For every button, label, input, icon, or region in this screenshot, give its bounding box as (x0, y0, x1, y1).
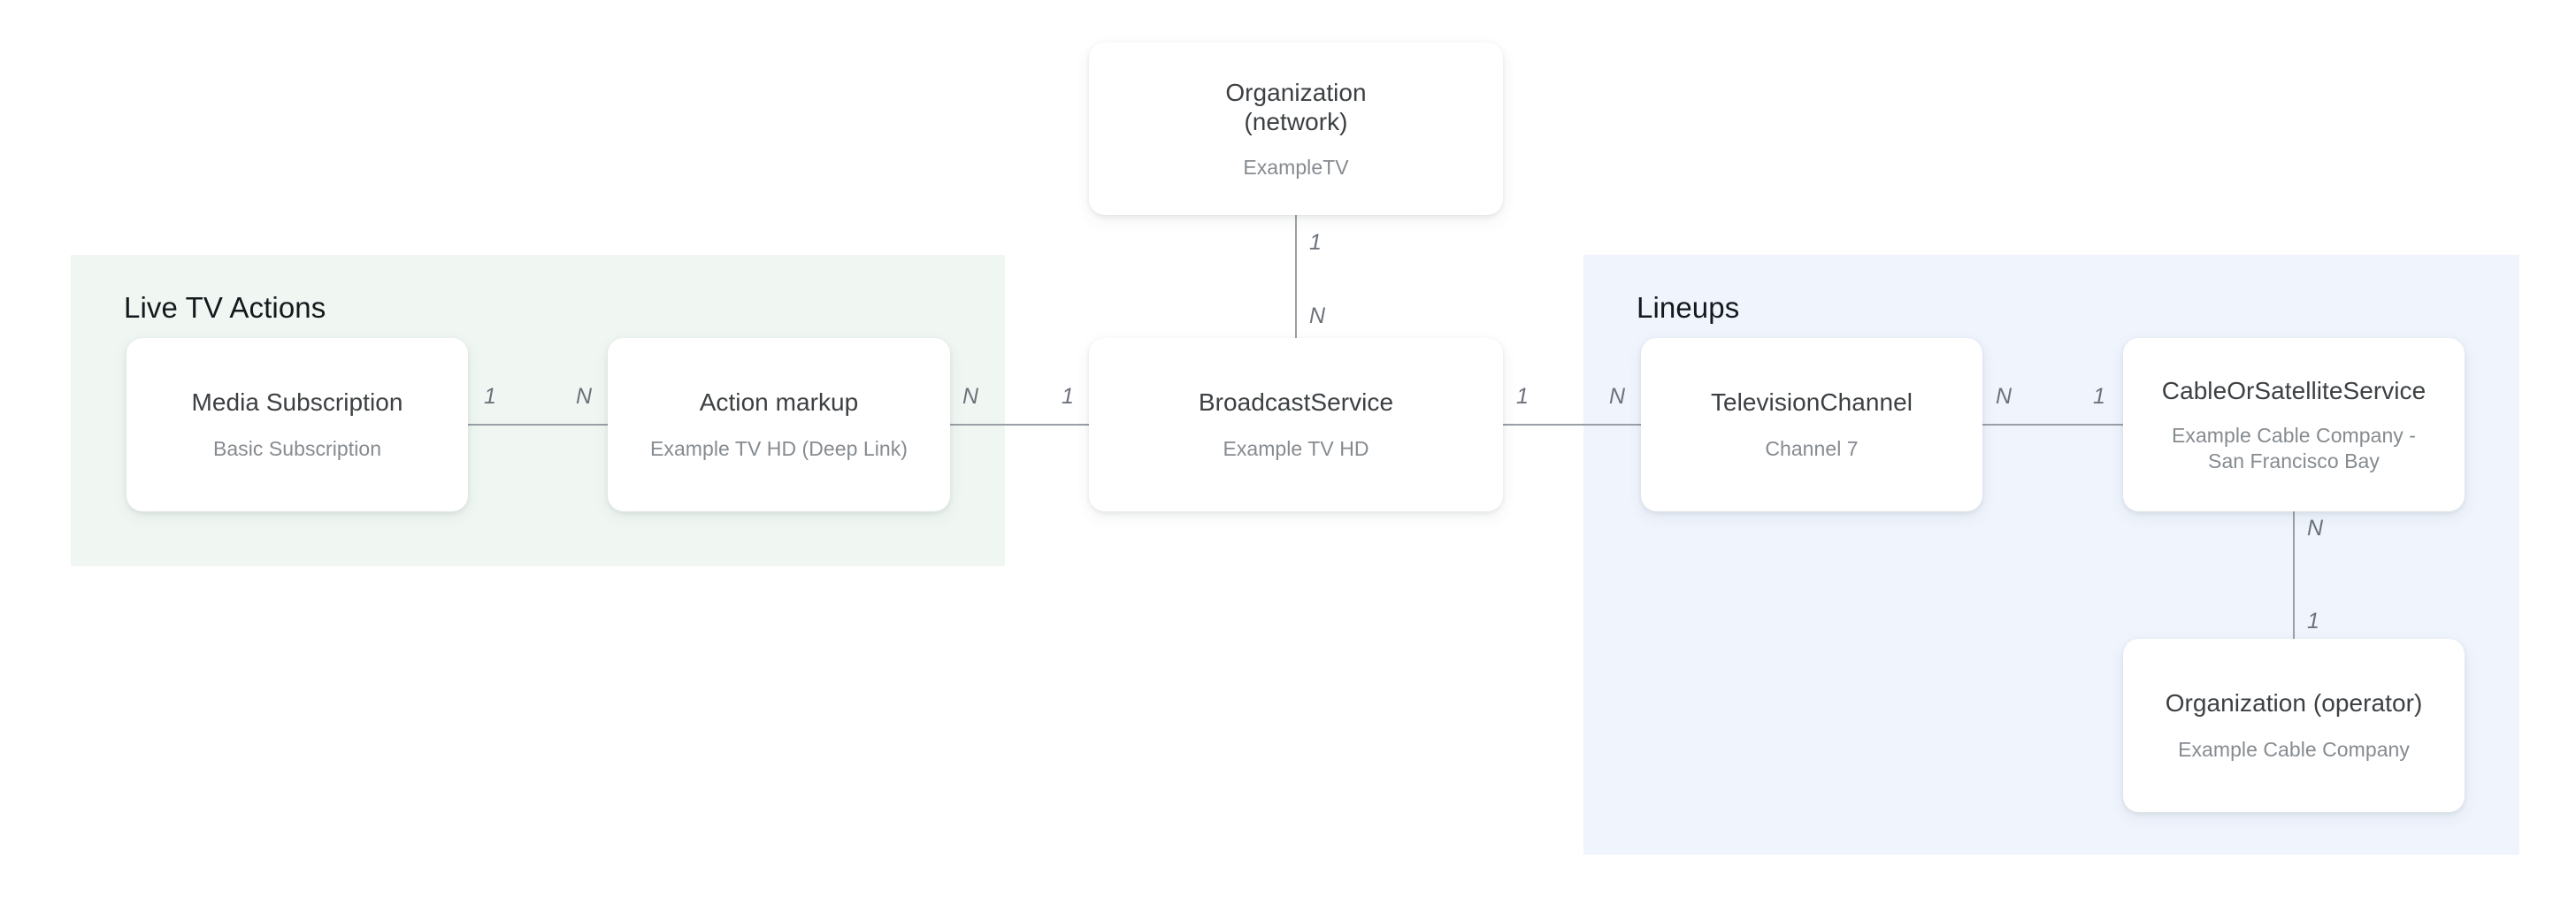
group-title-live-tv-actions: Live TV Actions (124, 291, 326, 324)
edge-label-org-operator-top-cardinality: 1 (2307, 609, 2319, 633)
node-subtitle-line2: San Francisco Bay (2208, 449, 2380, 472)
node-subtitle: Example TV HD (1223, 437, 1369, 461)
edge-label-broadcastservice-target-cardinality: N (1309, 303, 1326, 328)
node-subtitle: Basic Subscription (212, 437, 382, 461)
node-action-markup[interactable]: Action markup Example TV HD (Deep Link) (608, 338, 950, 511)
node-television-channel[interactable]: TelevisionChannel Channel 7 (1641, 338, 1982, 511)
edge-broadcastservice-to-television-channel (1503, 424, 1641, 426)
node-organization-operator[interactable]: Organization (operator) Example Cable Co… (2123, 639, 2465, 812)
edge-label-broadcastservice-right-cardinality: 1 (1516, 384, 1529, 409)
node-subtitle: Example Cable Company - San Francisco Ba… (2172, 423, 2416, 472)
edge-cable-or-satellite-service-to-org-operator (2293, 511, 2295, 639)
edge-org-network-to-broadcastservice (1295, 215, 1297, 338)
node-cable-or-satellite-service[interactable]: CableOrSatelliteService Example Cable Co… (2123, 338, 2465, 511)
node-title: Action markup (699, 388, 859, 417)
edge-media-subscription-to-action-markup (468, 424, 608, 426)
edge-label-action-markup-target-cardinality: N (576, 384, 593, 409)
edge-label-action-markup-source-cardinality: N (962, 384, 979, 409)
edge-label-television-channel-right-cardinality: N (1996, 384, 2012, 409)
group-title-lineups: Lineups (1637, 291, 1740, 324)
edge-label-cable-or-satellite-service-left-cardinality: 1 (2093, 384, 2105, 409)
node-subtitle: ExampleTV (1243, 155, 1349, 179)
edge-label-media-subscription-source-cardinality: 1 (484, 384, 496, 409)
node-title: Organization (operator) (2165, 689, 2423, 718)
node-subtitle-line1: Example Cable Company - (2172, 424, 2416, 448)
node-title: TelevisionChannel (1710, 388, 1913, 417)
node-title: BroadcastService (1198, 388, 1394, 417)
node-organization-network[interactable]: Organization (network) ExampleTV (1089, 42, 1503, 215)
node-title: Organization (network) (1225, 78, 1366, 136)
node-title: Media Subscription (191, 388, 403, 417)
edge-label-broadcastservice-left-cardinality: 1 (1062, 384, 1074, 409)
node-subtitle: Example TV HD (Deep Link) (650, 437, 908, 461)
edge-television-channel-to-cable-or-satellite-service (1982, 424, 2123, 426)
node-subtitle: Channel 7 (1765, 437, 1859, 461)
node-media-subscription[interactable]: Media Subscription Basic Subscription (126, 338, 468, 511)
edge-label-television-channel-left-cardinality: N (1609, 384, 1626, 409)
edge-label-cable-or-satellite-service-bottom-cardinality: N (2307, 516, 2324, 541)
node-title-line1: Organization (1225, 79, 1367, 107)
node-subtitle: Example Cable Company (2178, 738, 2410, 762)
edge-action-markup-to-broadcastservice (950, 424, 1089, 426)
node-title: CableOrSatelliteService (2161, 377, 2426, 405)
node-broadcastservice[interactable]: BroadcastService Example TV HD (1089, 338, 1503, 511)
node-title-line2: (network) (1244, 108, 1348, 136)
edge-label-org-network-source-cardinality: 1 (1309, 230, 1322, 255)
